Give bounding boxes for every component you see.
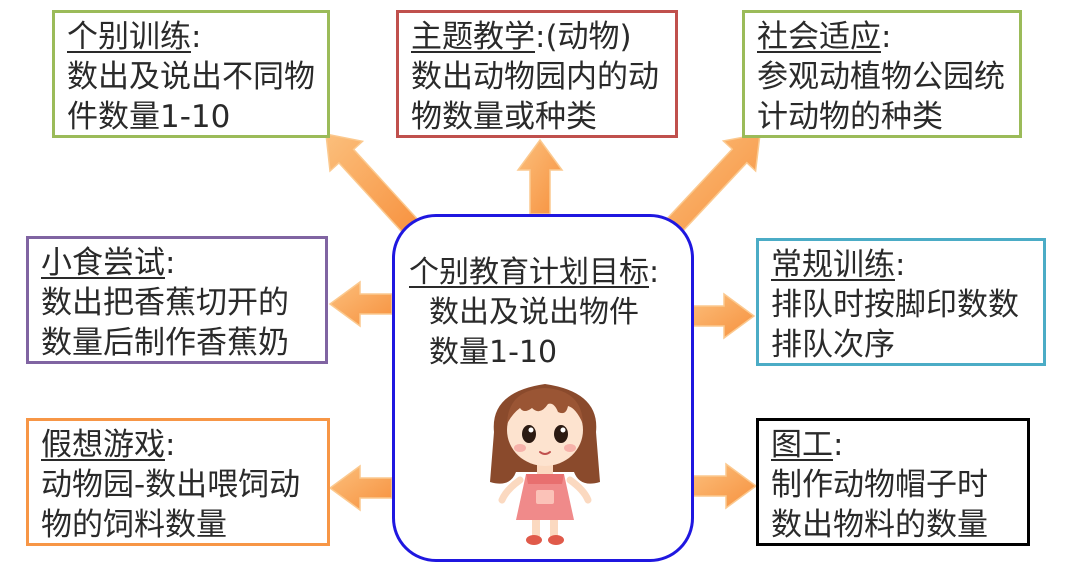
- box-title: 个别训练: [67, 19, 191, 55]
- arrow-to-top-left: [325, 133, 421, 236]
- box-text-line: 动物园-数出喂饲动: [41, 467, 301, 503]
- arrow-to-mid-right: [689, 292, 756, 340]
- box-title: 图工: [771, 427, 833, 463]
- box-title: 主题教学: [411, 19, 535, 55]
- box-text-line: 件数量1-10: [67, 99, 231, 135]
- box-text-line: 制作动物帽子时: [771, 467, 988, 503]
- box-text-line: 物的饲料数量: [41, 507, 227, 543]
- box-art-craft: 图工: 制作动物帽子时 数出物料的数量: [756, 418, 1030, 546]
- box-title-colon: :: [881, 19, 892, 55]
- box-title-colon: :: [833, 427, 844, 463]
- box-routine-training: 常规训练: 排队时按脚印数数 排队次序: [756, 238, 1046, 366]
- arrow-to-mid-left: [328, 280, 393, 328]
- box-text-line: 排队次序: [771, 327, 895, 363]
- arrow-to-bottom-left: [328, 464, 393, 512]
- center-text-line: 数量1-10: [429, 335, 558, 370]
- arrow-to-top-center: [516, 138, 564, 215]
- box-pretend-play: 假想游戏: 动物园-数出喂饲动 物的饲料数量: [26, 418, 330, 546]
- girl-illustration: [490, 384, 600, 545]
- box-title-suffix: :(动物): [535, 19, 632, 55]
- box-title: 小食尝试: [41, 245, 165, 281]
- box-text-line: 数量后制作香蕉奶: [41, 325, 289, 361]
- box-title: 社会适应: [757, 19, 881, 55]
- box-theme-teaching: 主题教学:(动物) 数出动物园内的动 物数量或种类: [396, 10, 678, 138]
- box-text-line: 数出把香蕉切开的: [41, 285, 289, 321]
- box-text-line: 参观动植物公园统: [757, 59, 1005, 95]
- center-title-colon: :: [649, 255, 660, 290]
- box-text-line: 排队时按脚印数数: [771, 287, 1019, 323]
- box-title-colon: :: [165, 427, 176, 463]
- box-title: 常规训练: [771, 247, 895, 283]
- box-title-colon: :: [191, 19, 202, 55]
- box-text-line: 物数量或种类: [411, 99, 597, 135]
- arrow-to-bottom-right: [691, 462, 758, 510]
- box-text-line: 数出动物园内的动: [411, 59, 659, 95]
- box-social-adaptation: 社会适应: 参观动植物公园统 计动物的种类: [742, 10, 1022, 138]
- center-title: 个别教育计划目标: [409, 255, 649, 290]
- box-text-line: 计动物的种类: [757, 99, 943, 135]
- box-title-colon: :: [165, 245, 176, 281]
- center-text-line: 数出及说出物件: [429, 295, 639, 330]
- box-title-colon: :: [895, 247, 906, 283]
- box-text-line: 数出物料的数量: [771, 507, 988, 543]
- arrow-to-top-right: [663, 133, 761, 236]
- box-snack-trial: 小食尝试: 数出把香蕉切开的 数量后制作香蕉奶: [26, 236, 328, 364]
- box-title: 假想游戏: [41, 427, 165, 463]
- box-text-line: 数出及说出不同物: [67, 59, 315, 95]
- box-individual-training: 个别训练: 数出及说出不同物 件数量1-10: [52, 10, 330, 138]
